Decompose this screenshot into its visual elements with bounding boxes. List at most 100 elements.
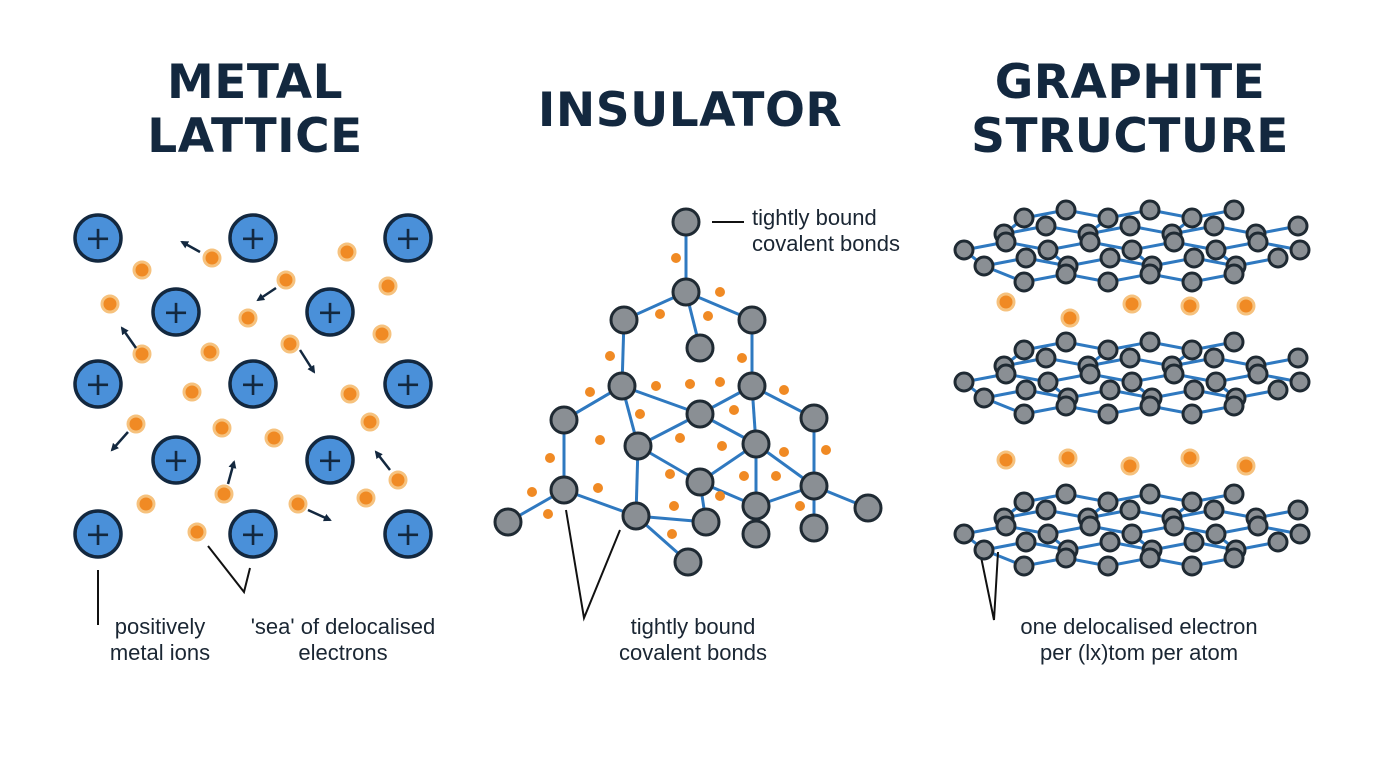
atom-icon (995, 231, 1017, 253)
atom-icon (1035, 347, 1057, 369)
atom-icon (1181, 491, 1203, 513)
arrow-icon (374, 450, 391, 471)
electron-icon (1120, 456, 1140, 476)
electron-icon (187, 522, 207, 542)
positive-ion-icon: + (305, 287, 355, 337)
plus-sign: + (317, 293, 344, 331)
atom-icon (1119, 347, 1141, 369)
positive-ion-icon: + (151, 287, 201, 337)
arrow-icon (180, 240, 201, 254)
atom-icon (995, 515, 1017, 537)
atom-icon (1139, 483, 1161, 505)
electron-icon (288, 494, 308, 514)
positive-ion-icon: + (383, 359, 433, 409)
electron-icon (214, 484, 234, 504)
atom-icon (1121, 239, 1143, 261)
atom-icon (1013, 339, 1035, 361)
atom-icon (1079, 515, 1101, 537)
positive-ion-icon: + (151, 435, 201, 485)
electron-icon (1236, 296, 1256, 316)
atom-icon (737, 305, 767, 335)
electron-icon (605, 351, 615, 361)
electron-icon (821, 445, 831, 455)
atom-icon (1121, 523, 1143, 545)
label-line: tightly bound (752, 205, 877, 230)
electron-icon (996, 292, 1016, 312)
atom-icon (1183, 379, 1205, 401)
electron-icon (771, 471, 781, 481)
electron-icon (685, 379, 695, 389)
electron-icon (715, 287, 725, 297)
atom-icon (621, 501, 651, 531)
atom-icon (953, 371, 975, 393)
atom-icon (1013, 491, 1035, 513)
atom-icon (973, 255, 995, 277)
electron-icon (200, 342, 220, 362)
electron-icon (132, 344, 152, 364)
electron-icon (372, 324, 392, 344)
atom-icon (1037, 239, 1059, 261)
electron-icon (1058, 448, 1078, 468)
electron-icon (635, 409, 645, 419)
insulator-title: INSULATOR (510, 84, 870, 138)
electron-icon (1180, 296, 1200, 316)
atom-icon (1183, 531, 1205, 553)
atom-icon (609, 305, 639, 335)
atom-icon (799, 403, 829, 433)
atom-icon (1289, 371, 1311, 393)
atom-icon (1097, 403, 1119, 425)
covalent-bonds-label-top: tightly bound covalent bonds (752, 205, 932, 257)
electron-icon (717, 441, 727, 451)
electron-icon (356, 488, 376, 508)
plus-sign: + (317, 441, 344, 479)
positive-ion-icon: + (305, 435, 355, 485)
label-line: 'sea' of delocalised (250, 614, 436, 639)
atom-icon (1099, 247, 1121, 269)
atom-icon (1097, 207, 1119, 229)
atom-icon (1079, 231, 1101, 253)
plus-sign: + (395, 365, 422, 403)
atom-icon (1139, 331, 1161, 353)
electron-icon (593, 483, 603, 493)
electron-icon (100, 294, 120, 314)
arrow-icon (256, 286, 277, 302)
delocalised-electron-label: one delocalised electron per (lx)tom per… (994, 614, 1284, 666)
electron-sea-label: 'sea' of delocalised electrons (228, 614, 458, 666)
atom-icon (1267, 247, 1289, 269)
atom-icon (1289, 239, 1311, 261)
atom-icon (1163, 363, 1185, 385)
atom-icon (1015, 531, 1037, 553)
electron-icon (595, 435, 605, 445)
atom-icon (1139, 547, 1161, 569)
label-line: metal ions (109, 640, 211, 665)
atom-icon (1055, 263, 1077, 285)
plus-sign: + (163, 441, 190, 479)
title-line: METAL (166, 55, 344, 110)
atom-icon (1119, 499, 1141, 521)
atom-icon (1267, 531, 1289, 553)
electron-icon (675, 433, 685, 443)
electron-icon (360, 412, 380, 432)
electron-icon (739, 471, 749, 481)
electron-icon (729, 405, 739, 415)
atom-icon (1203, 499, 1225, 521)
arrow-icon (226, 460, 237, 485)
metal-lattice-title: METAL LATTICE (100, 56, 410, 164)
electron-icon (126, 414, 146, 434)
electron-icon (264, 428, 284, 448)
atom-icon (1181, 207, 1203, 229)
atom-icon (1097, 271, 1119, 293)
title-line: INSULATOR (537, 83, 843, 138)
plus-sign: + (395, 219, 422, 257)
covalent-bonds-label-bottom: tightly bound covalent bonds (598, 614, 788, 666)
atom-icon (1015, 247, 1037, 269)
leader-line (979, 551, 999, 621)
electron-icon (545, 453, 555, 463)
atom-icon (1015, 379, 1037, 401)
atom-icon (1181, 555, 1203, 577)
electron-icon (388, 470, 408, 490)
electron-icon (779, 385, 789, 395)
atom-icon (685, 467, 715, 497)
electron-icon (337, 242, 357, 262)
electron-icon (136, 494, 156, 514)
